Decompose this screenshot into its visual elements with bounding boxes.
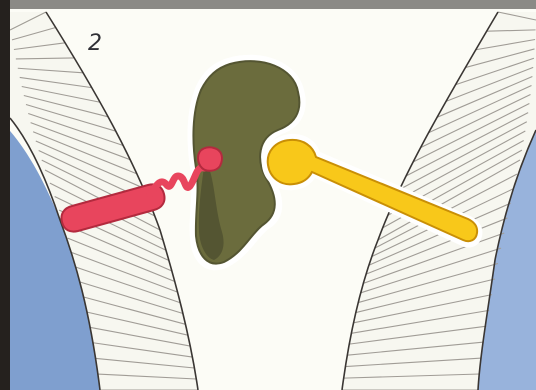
red-molecule-head	[198, 147, 222, 170]
left-dark-edge	[0, 0, 10, 390]
top-border	[0, 0, 536, 9]
panel-number: 2	[88, 31, 102, 56]
